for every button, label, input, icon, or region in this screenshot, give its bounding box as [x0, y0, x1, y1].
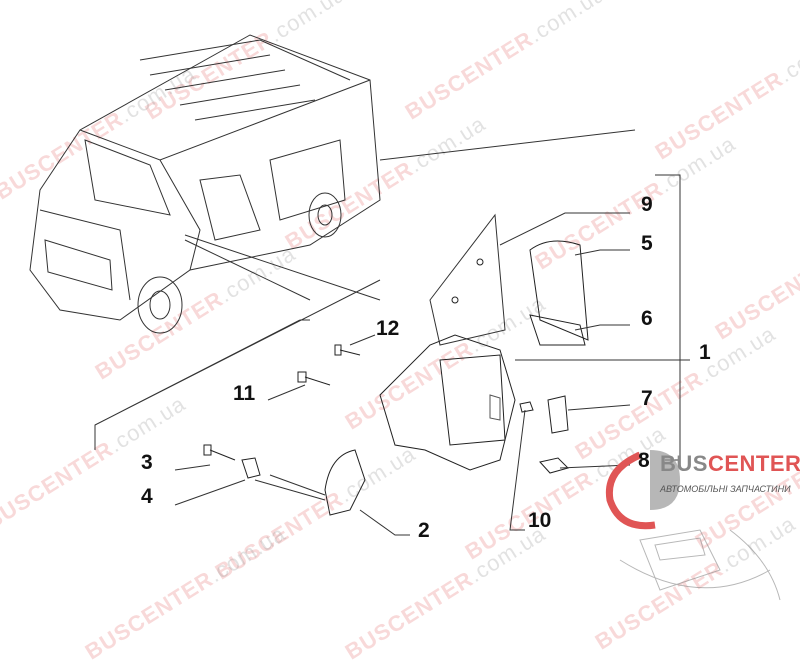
logo-name: BUSCENTER: [660, 451, 800, 477]
callout-3: 3: [141, 451, 153, 474]
logo-subtitle: АВТОМОБІЛЬНІ ЗАПЧАСТИНИ: [660, 484, 791, 494]
callout-11: 11: [233, 382, 256, 405]
callout-9: 9: [641, 193, 653, 216]
screw-3: [203, 444, 236, 461]
callout-6: 6: [641, 307, 653, 330]
callout-5: 5: [641, 232, 653, 255]
screw-11: [297, 371, 331, 386]
clip-4: [241, 457, 261, 479]
van-illustration: [29, 34, 381, 334]
buscenter-logo-mark: [605, 450, 781, 601]
callout-12: 12: [376, 317, 400, 340]
callout-1: 1: [699, 341, 711, 364]
parts-diagram: [29, 34, 781, 601]
callout-2: 2: [418, 519, 430, 542]
logo-name-gray: BUS: [660, 451, 708, 476]
logo-name-red: CENTER: [707, 451, 800, 476]
callout-7: 7: [641, 387, 653, 410]
callout-10: 10: [528, 509, 552, 532]
callout-8: 8: [638, 449, 650, 472]
screw-12: [334, 344, 361, 356]
callout-4: 4: [141, 485, 153, 508]
